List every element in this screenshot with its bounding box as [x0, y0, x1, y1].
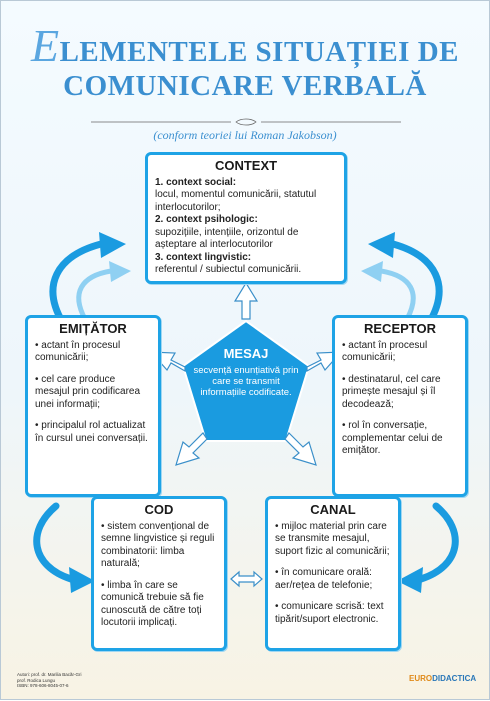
poster-title: ELEMENTELE SITUAȚIEI DE COMUNICARE VERBA… — [1, 23, 489, 103]
footer-credits: Autori: prof. dr. Marilia Bacăr-Gri prof… — [17, 672, 82, 689]
logo-part-2: DIDACTICA — [432, 674, 477, 683]
context-item-heading: 1. context social: — [155, 176, 237, 188]
emitator-box: EMIȚĂTOR • actant în procesul comunicări… — [25, 315, 161, 497]
context-item-lingvistic: 3. context lingvistic: referentul / subi… — [155, 252, 337, 277]
canal-title: CANAL — [310, 502, 356, 517]
title-divider — [91, 118, 401, 126]
context-item-text: referentul / subiectul comunicării. — [155, 264, 302, 275]
title-line-1: ELEMENTELE SITUAȚIEI DE — [1, 23, 489, 69]
emitator-item: • cel care produce mesajul prin codifica… — [35, 373, 141, 410]
logo-part-1: EURO — [409, 674, 433, 683]
emitator-title: EMIȚĂTOR — [59, 321, 127, 336]
canal-item: • mijloc material prin care se transmite… — [275, 520, 390, 557]
cod-item: • sistem convențional de semne lingvisti… — [101, 520, 215, 570]
footer-authors-2: prof. Rodica Lungu — [17, 677, 56, 683]
receptor-title: RECEPTOR — [364, 321, 436, 336]
mesaj-pentagon — [181, 319, 311, 442]
cod-title: COD — [144, 502, 174, 517]
context-box: CONTEXT 1. context social: locul, moment… — [145, 152, 347, 284]
subtitle: (conform teoriei lui Roman Jakobson) — [153, 128, 337, 142]
receptor-item: • actant în procesul comunicării; — [342, 339, 428, 364]
context-item-heading: 3. context lingvistic: — [155, 251, 252, 263]
receptor-item: • destinatarul, cel care primește mesaju… — [342, 373, 441, 410]
context-item-text: locul, momentul comunicării, statutul in… — [155, 189, 317, 213]
context-item-heading: 2. context psihologic: — [155, 214, 258, 225]
mesaj-text: secvență enunțiativă prin care se transm… — [193, 365, 299, 398]
emitator-item: • actant în procesul comunicării; — [35, 339, 121, 364]
title-initial: E — [30, 20, 60, 71]
context-title: CONTEXT — [214, 158, 278, 173]
canal-box: CANAL • mijloc material prin care se tra… — [265, 496, 401, 651]
publisher-logo: EURODIDACTICA — [409, 674, 476, 683]
footer-isbn: ISBN: 978-606-8045-07-6 — [17, 683, 69, 688]
canal-item: • comunicare scrisă: text tipărit/suport… — [275, 601, 384, 625]
footer-authors-1: Autori: prof. dr. Marilia Bacăr-Gri — [17, 672, 82, 677]
context-item-psihologic: 2. context psihologic: supozițiile, inte… — [155, 214, 337, 252]
cod-item: • limba în care se comunică trebuie să f… — [101, 579, 204, 629]
curved-arrows — [33, 232, 459, 593]
cod-canal-arrow — [230, 570, 263, 588]
cod-box: COD • sistem convențional de semne lingv… — [91, 496, 227, 651]
context-item-text: supozițiile, intențiile, orizontul de aș… — [155, 226, 299, 251]
receptor-item: • rol în conversație, complementar celui… — [342, 420, 443, 456]
context-item-social: 1. context social: locul, momentul comun… — [155, 177, 337, 215]
mesaj-title: MESAJ — [223, 346, 269, 361]
canal-item: • în comunicare orală: aer/rețea de tele… — [275, 567, 373, 591]
mesaj-label: MESAJ secvență enunțiativă prin care se … — [191, 346, 301, 398]
title-line-1-rest: LEMENTELE SITUAȚIEI DE — [59, 36, 459, 68]
title-line-2: COMUNICARE VERBALĂ — [63, 70, 427, 102]
receptor-box: RECEPTOR • actant în procesul comunicări… — [332, 315, 468, 497]
emitator-item: • principalul rol actualizat în cursul u… — [35, 420, 148, 444]
